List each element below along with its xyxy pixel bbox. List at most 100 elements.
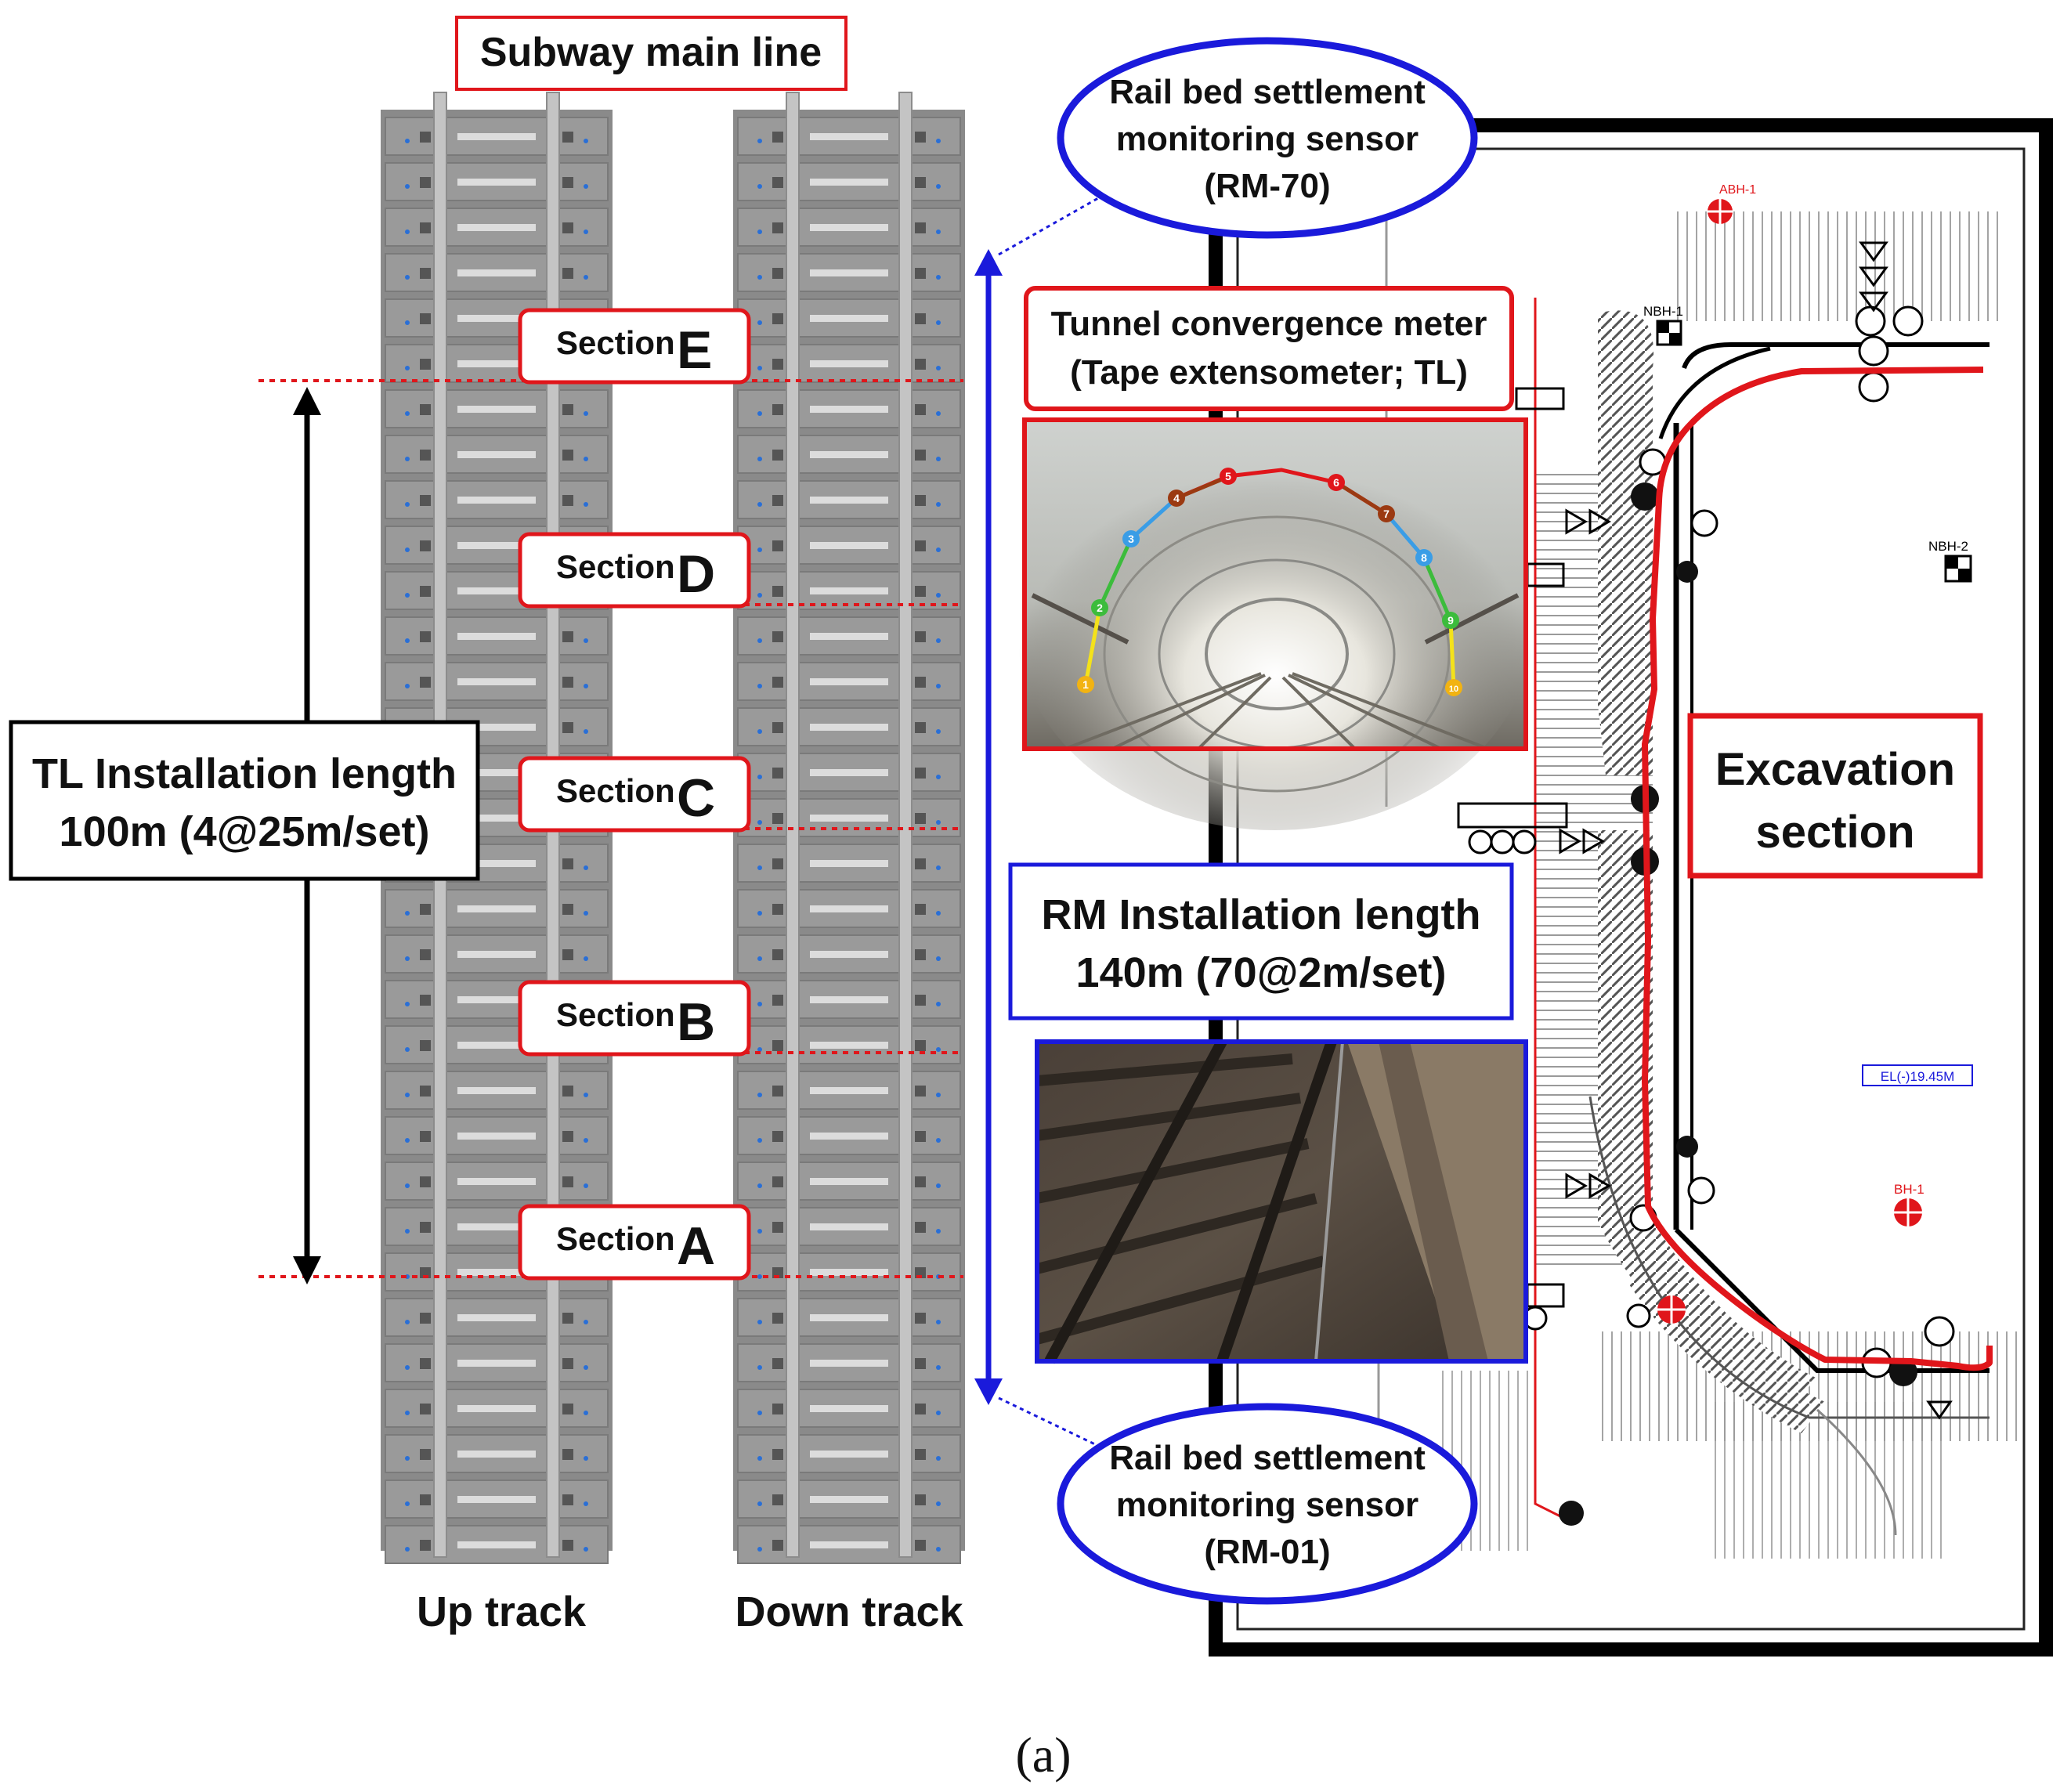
fastening-plate bbox=[810, 1314, 888, 1321]
rail bbox=[786, 92, 800, 1558]
rail-clip bbox=[915, 1494, 926, 1505]
tunnel-photo: 1 2 3 4 5 6 7 8 9 10 bbox=[1017, 417, 1534, 830]
rail-clip bbox=[772, 768, 783, 779]
bolt-dot bbox=[405, 502, 410, 507]
bolt-dot bbox=[936, 865, 941, 870]
rm-installation-box: RM Installation length 140m (70@2m/set) bbox=[1008, 862, 1514, 1021]
rm-installation-line1: RM Installation length bbox=[1042, 891, 1481, 938]
bolt-dot bbox=[936, 1456, 941, 1461]
bolt-dot bbox=[757, 1274, 762, 1279]
bolt-dot bbox=[405, 457, 410, 461]
bolt-dot bbox=[584, 502, 588, 507]
abh1-marker: ABH-1 bbox=[1708, 183, 1756, 224]
rail-clip bbox=[915, 1540, 926, 1551]
rm-length-arrow bbox=[974, 249, 1003, 1405]
bolt-dot bbox=[757, 729, 762, 734]
rail-clip bbox=[420, 268, 431, 279]
bolt-dot bbox=[757, 1093, 762, 1097]
section-label-a: Section A bbox=[518, 1204, 751, 1281]
fastening-plate bbox=[810, 1042, 888, 1049]
bolt-dot bbox=[405, 684, 410, 688]
bolt-dot bbox=[936, 1547, 941, 1552]
fastening-plate bbox=[457, 1223, 536, 1230]
excavation-boundary bbox=[1642, 367, 1993, 1371]
rail-clip bbox=[562, 1313, 573, 1324]
rail-clip bbox=[772, 540, 783, 551]
fastening-plate bbox=[457, 1541, 536, 1548]
tunnel-point-6: 6 bbox=[1333, 476, 1339, 489]
abh1-label: ABH-1 bbox=[1719, 183, 1756, 197]
blue-arrow-down-head bbox=[974, 1378, 1003, 1405]
fastening-plate bbox=[810, 633, 888, 640]
bolt-dot bbox=[405, 956, 410, 961]
bolt-dot bbox=[936, 1138, 941, 1143]
bolt-dot bbox=[757, 1501, 762, 1506]
bolt-dot bbox=[405, 1365, 410, 1370]
tl-installation-line1: TL Installation length bbox=[32, 750, 457, 797]
rail-clip bbox=[562, 450, 573, 461]
fastening-plate bbox=[457, 860, 536, 867]
figure-caption: (a) bbox=[1015, 1727, 1071, 1783]
rail-bed-photo bbox=[1035, 1039, 1528, 1364]
fastening-plate bbox=[457, 1405, 536, 1412]
bolt-dot bbox=[757, 820, 762, 825]
rail-clip bbox=[420, 359, 431, 370]
fastening-plate bbox=[810, 497, 888, 504]
bolt-dot bbox=[757, 638, 762, 643]
excavation-line1: Excavation bbox=[1715, 744, 1955, 795]
rail-clip bbox=[420, 586, 431, 597]
rail-clip bbox=[915, 313, 926, 324]
rail-clip bbox=[562, 1449, 573, 1460]
rail-clip bbox=[915, 722, 926, 733]
bolt-dot bbox=[757, 911, 762, 916]
bolt-dot bbox=[584, 1501, 588, 1506]
tunnel-point-10: 10 bbox=[1449, 685, 1458, 694]
bolt-dot bbox=[405, 1093, 410, 1097]
rail-clip bbox=[420, 222, 431, 233]
rail-clip bbox=[915, 1086, 926, 1097]
fastening-plate bbox=[810, 724, 888, 731]
bolt-dot bbox=[936, 593, 941, 598]
bolt-dot bbox=[584, 139, 588, 143]
fastening-plate bbox=[457, 633, 536, 640]
section-label-e: Section E bbox=[518, 308, 751, 385]
bolt-dot bbox=[405, 1002, 410, 1006]
fastening-plate bbox=[457, 1360, 536, 1367]
rail-clip bbox=[562, 1494, 573, 1505]
rail-clip bbox=[915, 949, 926, 960]
bolt-dot bbox=[405, 1547, 410, 1552]
rail-clip bbox=[915, 1313, 926, 1324]
section-d-word: Section bbox=[556, 548, 675, 585]
tunnel-point-2: 2 bbox=[1097, 602, 1103, 614]
bolt-dot bbox=[405, 229, 410, 234]
bolt-dot bbox=[757, 1183, 762, 1188]
bolt-dot bbox=[757, 865, 762, 870]
tl-installation-box: TL Installation length 100m (4@25m/set) bbox=[9, 720, 480, 881]
bolt-dot bbox=[936, 911, 941, 916]
bolt-dot bbox=[584, 275, 588, 280]
bolt-dot bbox=[405, 411, 410, 416]
sensor-rm01-line2: monitoring sensor bbox=[1116, 1486, 1419, 1524]
fastening-plate bbox=[457, 1496, 536, 1503]
rail-clip bbox=[915, 858, 926, 869]
rail-clip bbox=[915, 586, 926, 597]
bolt-dot bbox=[757, 366, 762, 370]
bolt-dot bbox=[405, 638, 410, 643]
bolt-dot bbox=[405, 184, 410, 189]
bolt-dot bbox=[936, 1002, 941, 1006]
excavation-section-box: Excavation section bbox=[1687, 713, 1983, 879]
bolt-dot bbox=[405, 275, 410, 280]
bolt-dot bbox=[936, 1501, 941, 1506]
fastening-plate bbox=[810, 1178, 888, 1185]
rail-clip bbox=[772, 359, 783, 370]
bolt-dot bbox=[936, 1229, 941, 1234]
rail-clip bbox=[915, 631, 926, 642]
fastening-plate bbox=[457, 179, 536, 186]
convergence-meter-line1: Tunnel convergence meter bbox=[1051, 305, 1487, 343]
rail-clip bbox=[772, 1131, 783, 1142]
bolt-dot bbox=[757, 1547, 762, 1552]
rail-clip bbox=[915, 132, 926, 143]
tl-installation-line2: 100m (4@25m/set) bbox=[60, 808, 430, 855]
bolt-dot bbox=[936, 229, 941, 234]
fastening-plate bbox=[810, 1087, 888, 1094]
